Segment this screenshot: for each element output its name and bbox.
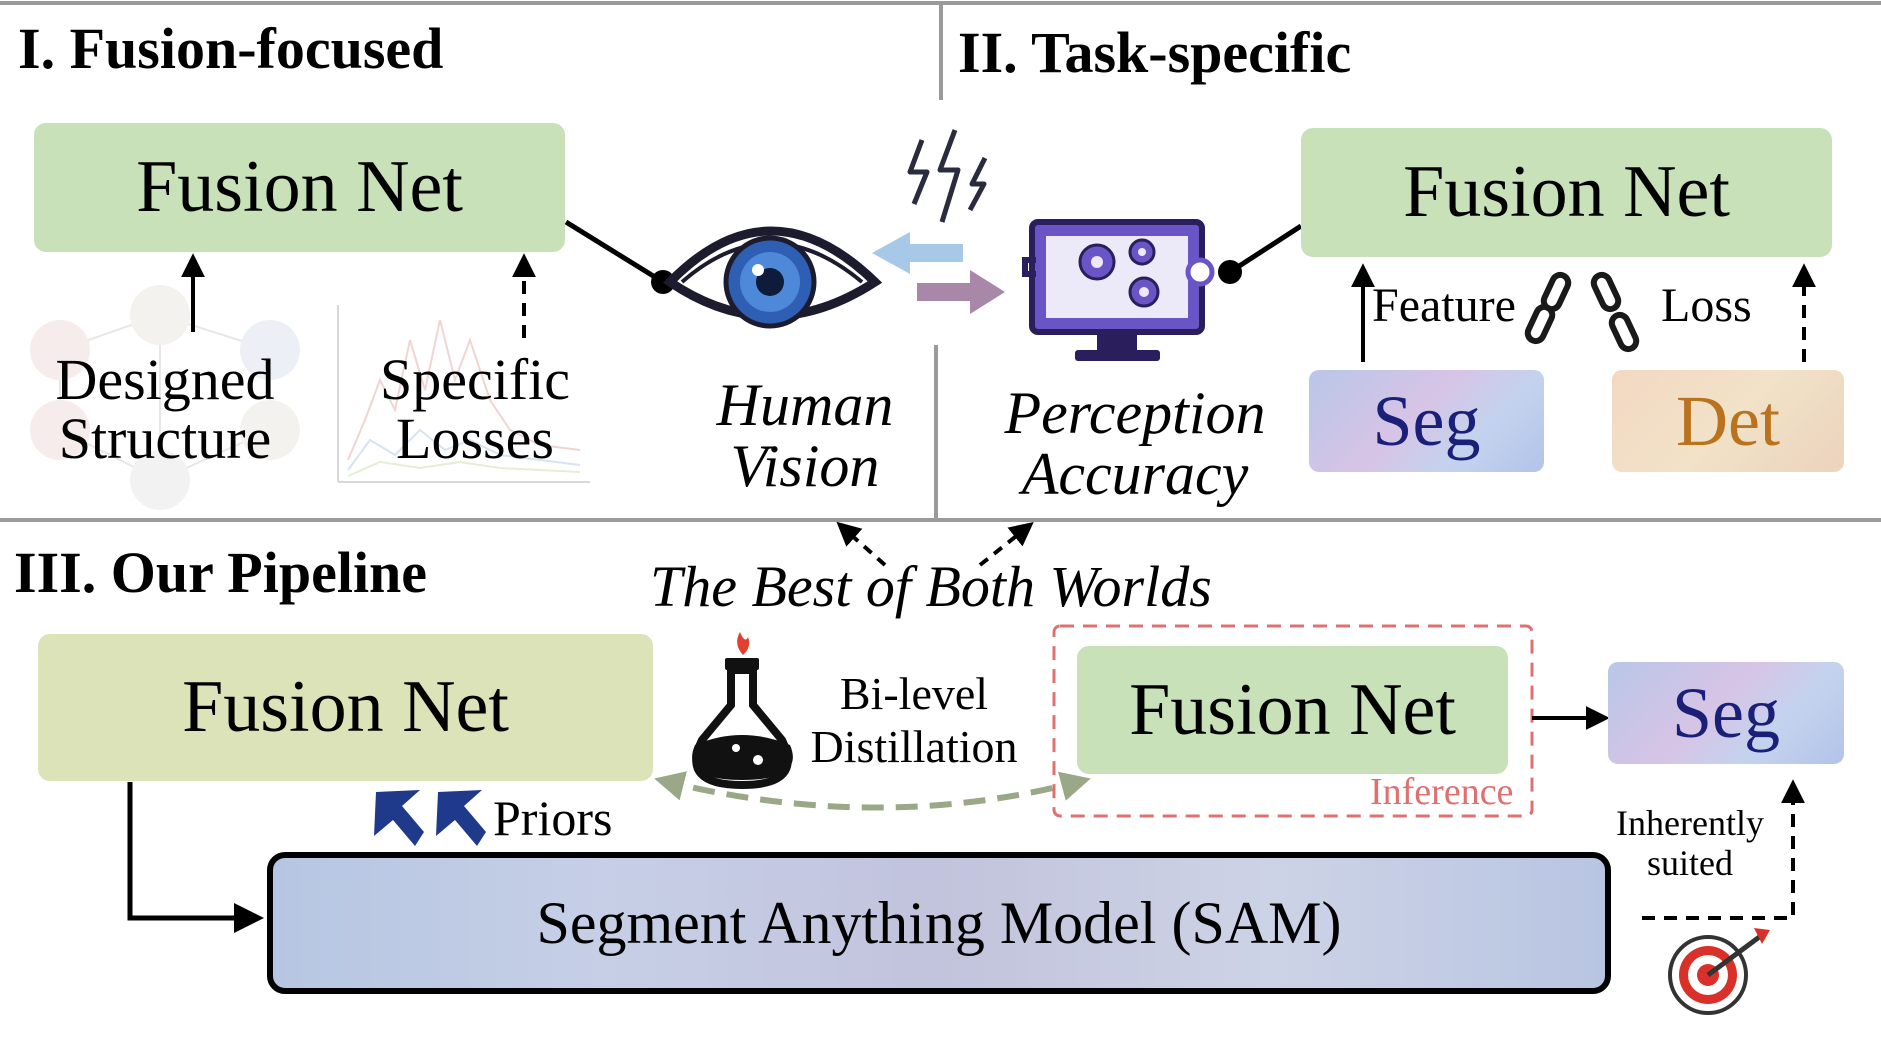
loss-curve-illustration [337,305,590,483]
exchange-arrow-left [872,232,963,274]
section-title-task-specific: II. Task-specific [958,20,1352,85]
inference-frame [1052,624,1534,818]
prior-arrow-1 [374,790,424,846]
lightning-icon [907,129,988,223]
fusion-to-sam-arrow [127,782,264,933]
network-graph-illustration [30,285,300,510]
broken-chain-icon [1590,271,1640,353]
designed-structure-line-2: Structure [58,406,272,472]
specific-losses-label: Specific Losses [345,350,605,468]
perception-accuracy-line-2: Accuracy [1021,441,1249,508]
section-dividers [0,1,1881,522]
connector-left-dot [651,270,675,294]
det-image-box-task-specific: Det [1612,370,1844,472]
sam-label: Segment Anything Model (SAM) [536,889,1342,956]
fusion-net-box-pipeline-left: Fusion Net [38,634,653,781]
section-title-fusion-focused: I. Fusion-focused [18,16,444,81]
exchange-arrow-right [917,270,1005,314]
priors-label: Priors [493,790,613,846]
perception-accuracy-line-1: Perception [1004,380,1266,446]
specific-losses-line-2: Losses [396,406,554,472]
inherently-suited-line-2: suited [1647,842,1733,883]
human-vision-line-2: Vision [730,433,880,500]
perception-accuracy-label: Perception Accuracy [975,380,1295,508]
sam-box: Segment Anything Model (SAM) [267,852,1611,994]
target-icon [1668,928,1770,1015]
designed-structure-label: Designed Structure [20,350,310,468]
feature-label: Feature [1372,279,1516,332]
specific-losses-line-1: Specific [379,347,571,412]
inherently-suited-arrow [1642,779,1805,920]
distillation-double-arrow [654,771,1091,811]
connector-right-dot [1218,260,1242,284]
computer-gears-icon [1022,219,1215,361]
fusion-net-box-pipeline-right: Fusion Net [1077,646,1508,774]
loss-label: Loss [1661,279,1752,332]
bilevel-line-2: Distillation [810,720,1018,772]
chain-link-icon [1524,271,1572,345]
human-vision-line-1: Human [716,372,894,438]
bilevel-line-1: Bi-level [839,668,989,719]
connector-left [564,219,665,285]
eye-icon [663,226,883,329]
inference-label: Inference [1370,771,1514,813]
seg-image-box-task-specific: Seg [1309,370,1544,472]
fusion-net-box-task-specific: Fusion Net [1301,128,1832,257]
section-title-our-pipeline: III. Our Pipeline [14,540,428,605]
designed-structure-line-1: Designed [55,347,275,412]
inherently-suited-line-1: Inherently [1616,803,1764,843]
prior-arrow-2 [436,790,486,846]
best-of-both-worlds-label: The Best of Both Worlds [650,554,1212,619]
bilevel-distillation-label: Bi-level Distillation [794,668,1034,774]
human-vision-label: Human Vision [690,372,920,500]
connector-right [1228,223,1303,275]
inherently-suited-label: Inherently suited [1600,803,1780,883]
fusion-net-box-fusion-focused: Fusion Net [34,123,565,252]
flask-icon [692,632,793,790]
seg-image-box-pipeline: Seg [1608,662,1844,764]
